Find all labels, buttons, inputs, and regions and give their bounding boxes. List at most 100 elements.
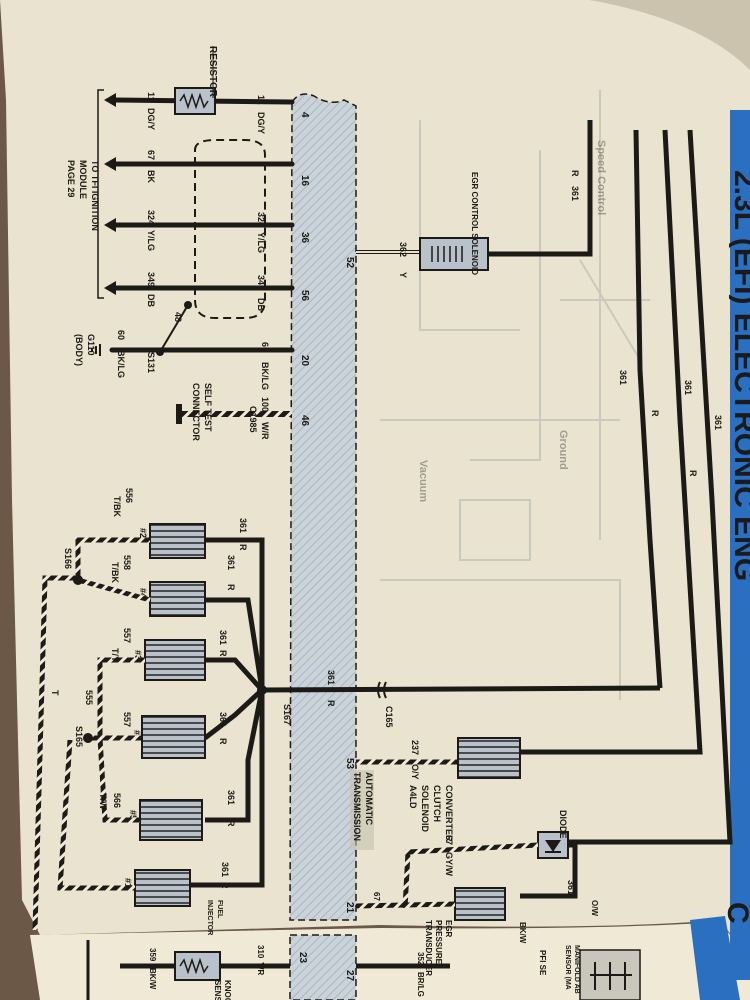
svg-text:SENSOR (MA: SENSOR (MA (564, 945, 571, 990)
diode-label: DIODE (558, 810, 568, 839)
svg-text:352: 352 (416, 952, 425, 966)
wire-67-gyw-num: 67 (444, 835, 454, 845)
tfi-arrows (104, 93, 116, 295)
diode-out-wire-num: 361 (566, 880, 576, 895)
svg-text:11: 11 (146, 92, 156, 102)
svg-text:TO TFI IGNITION: TO TFI IGNITION (90, 160, 100, 231)
wire-bkw-label: BK/W (518, 922, 527, 944)
svg-text:MODULE: MODULE (78, 160, 88, 199)
injectors (134, 523, 206, 907)
injector-signal-wires (32, 537, 151, 931)
pin-53: 53 (344, 758, 355, 770)
svg-text:#6: #6 (132, 730, 142, 740)
self-test-label-1: SELF TEST (203, 383, 213, 432)
connector-c165-mark (377, 681, 387, 699)
title-band (730, 110, 750, 980)
svg-text:11: 11 (256, 95, 266, 105)
injector-3 (144, 639, 206, 681)
svg-text:361: 361 (618, 370, 628, 385)
splice-s131-label: S131 (146, 352, 156, 373)
injector-2 (149, 523, 206, 559)
svg-text:R: R (220, 882, 230, 889)
lower-page-labels: 352 BR/LG 310 Y/R 359 BK/W MANIFOLD AB S… (148, 945, 580, 1000)
svg-text:R: R (226, 584, 236, 591)
svg-text:Speed Control: Speed Control (595, 140, 607, 215)
svg-text:T: T (50, 690, 60, 696)
lower-page (30, 922, 750, 1000)
right-wires (520, 129, 733, 845)
right-wire-labels: 361 R 361 R 361 (618, 370, 723, 477)
injector-4 (149, 581, 206, 617)
svg-text:DB: DB (256, 298, 266, 311)
svg-text:67: 67 (146, 150, 156, 160)
splice-s167-label: S167 (282, 704, 292, 725)
egr-solenoid-label: EGR CONTROL SOLENOID (470, 172, 479, 275)
converter-clutch-solenoid (457, 737, 521, 779)
pin-36: 36 (299, 232, 310, 244)
svg-text:BR/LG: BR/LG (416, 972, 425, 997)
svg-text:361: 361 (226, 555, 236, 570)
harness-pins: 4 16 36 56 20 46 52 53 21 23 27 (297, 112, 355, 982)
pin-21: 21 (344, 902, 355, 914)
self-test-label-2: CONNECTOR (191, 383, 201, 441)
wire-67-near-harness: 67 (372, 892, 381, 901)
svg-text:557: 557 (122, 628, 132, 643)
svg-text:KNOC: KNOC (223, 980, 232, 1000)
svg-text:R: R (226, 820, 236, 827)
svg-text:557: 557 (122, 712, 132, 727)
tfi-note: TO TFI IGNITION MODULE PAGE 29 (66, 160, 100, 231)
pin-20: 20 (299, 355, 310, 367)
wire-237-num: 237 (410, 740, 420, 755)
svg-text:DB: DB (146, 294, 156, 307)
wire-67-gyw (402, 842, 539, 909)
svg-text:558: 558 (122, 555, 132, 570)
splice-s165-dot (83, 733, 93, 743)
resistor (174, 87, 216, 115)
splice-s166-dot (73, 575, 83, 585)
splice-s131-dot (156, 348, 164, 356)
svg-text:MANIFOLD AB: MANIFOLD AB (573, 945, 580, 994)
tfi-bracket (97, 89, 104, 299)
svg-text:DG/Y: DG/Y (146, 108, 156, 130)
splice-s166-label: S166 (63, 548, 73, 569)
svg-text:T/Y: T/Y (110, 648, 120, 662)
svg-text:PRESSURE: PRESSURE (434, 920, 443, 965)
svg-text:#2: #2 (138, 528, 148, 538)
svg-text:Y/LG: Y/LG (256, 232, 266, 253)
svg-text:324: 324 (256, 212, 266, 227)
pin-56: 56 (299, 290, 310, 302)
svg-text:Y/LG: Y/LG (146, 230, 156, 251)
svg-text:DG/Y: DG/Y (256, 112, 266, 134)
svg-text:R: R (218, 650, 228, 657)
shield-dot (184, 301, 192, 309)
splice-s165-label: S165 (74, 726, 84, 747)
svg-text:Y/R: Y/R (256, 962, 265, 976)
svg-text:555: 555 (84, 690, 94, 705)
pin-4: 4 (299, 112, 310, 118)
transmission-label: TRANSMISSION (352, 772, 362, 841)
pin-46: 46 (299, 415, 310, 427)
svg-text:T/W: T/W (98, 793, 108, 810)
page-shadow-top (560, 0, 750, 70)
svg-text:SENSO: SENSO (213, 980, 222, 1000)
svg-text:361: 361 (238, 518, 248, 533)
connector-c165-label: C165 (384, 706, 394, 728)
svg-text:#4: #4 (138, 588, 148, 598)
left-wire-labels: 11 DG/Y 11 DG/Y 67 BK 324 Y/LG 324 Y/LG … (116, 92, 270, 440)
converter-label: CONVERTER CLUTCH SOLENOID A4LD (408, 785, 454, 842)
svg-text:R: R (238, 544, 248, 551)
svg-text:324: 324 (146, 210, 156, 225)
injector-6 (141, 715, 206, 759)
svg-text:BK/LG: BK/LG (116, 350, 126, 378)
diode-out-wire (520, 842, 578, 899)
svg-text:310: 310 (256, 945, 265, 959)
svg-text:EGR: EGR (444, 920, 453, 938)
egr-wire-361-num: 361 (570, 186, 580, 201)
pin-27: 27 (344, 970, 355, 982)
svg-text:349: 349 (146, 272, 156, 287)
ground-body-label: (BODY) (74, 334, 84, 366)
svg-text:361: 361 (713, 415, 723, 430)
svg-text:349: 349 (256, 275, 266, 290)
ground-symbol (91, 344, 101, 356)
svg-text:#3: #3 (133, 650, 143, 660)
